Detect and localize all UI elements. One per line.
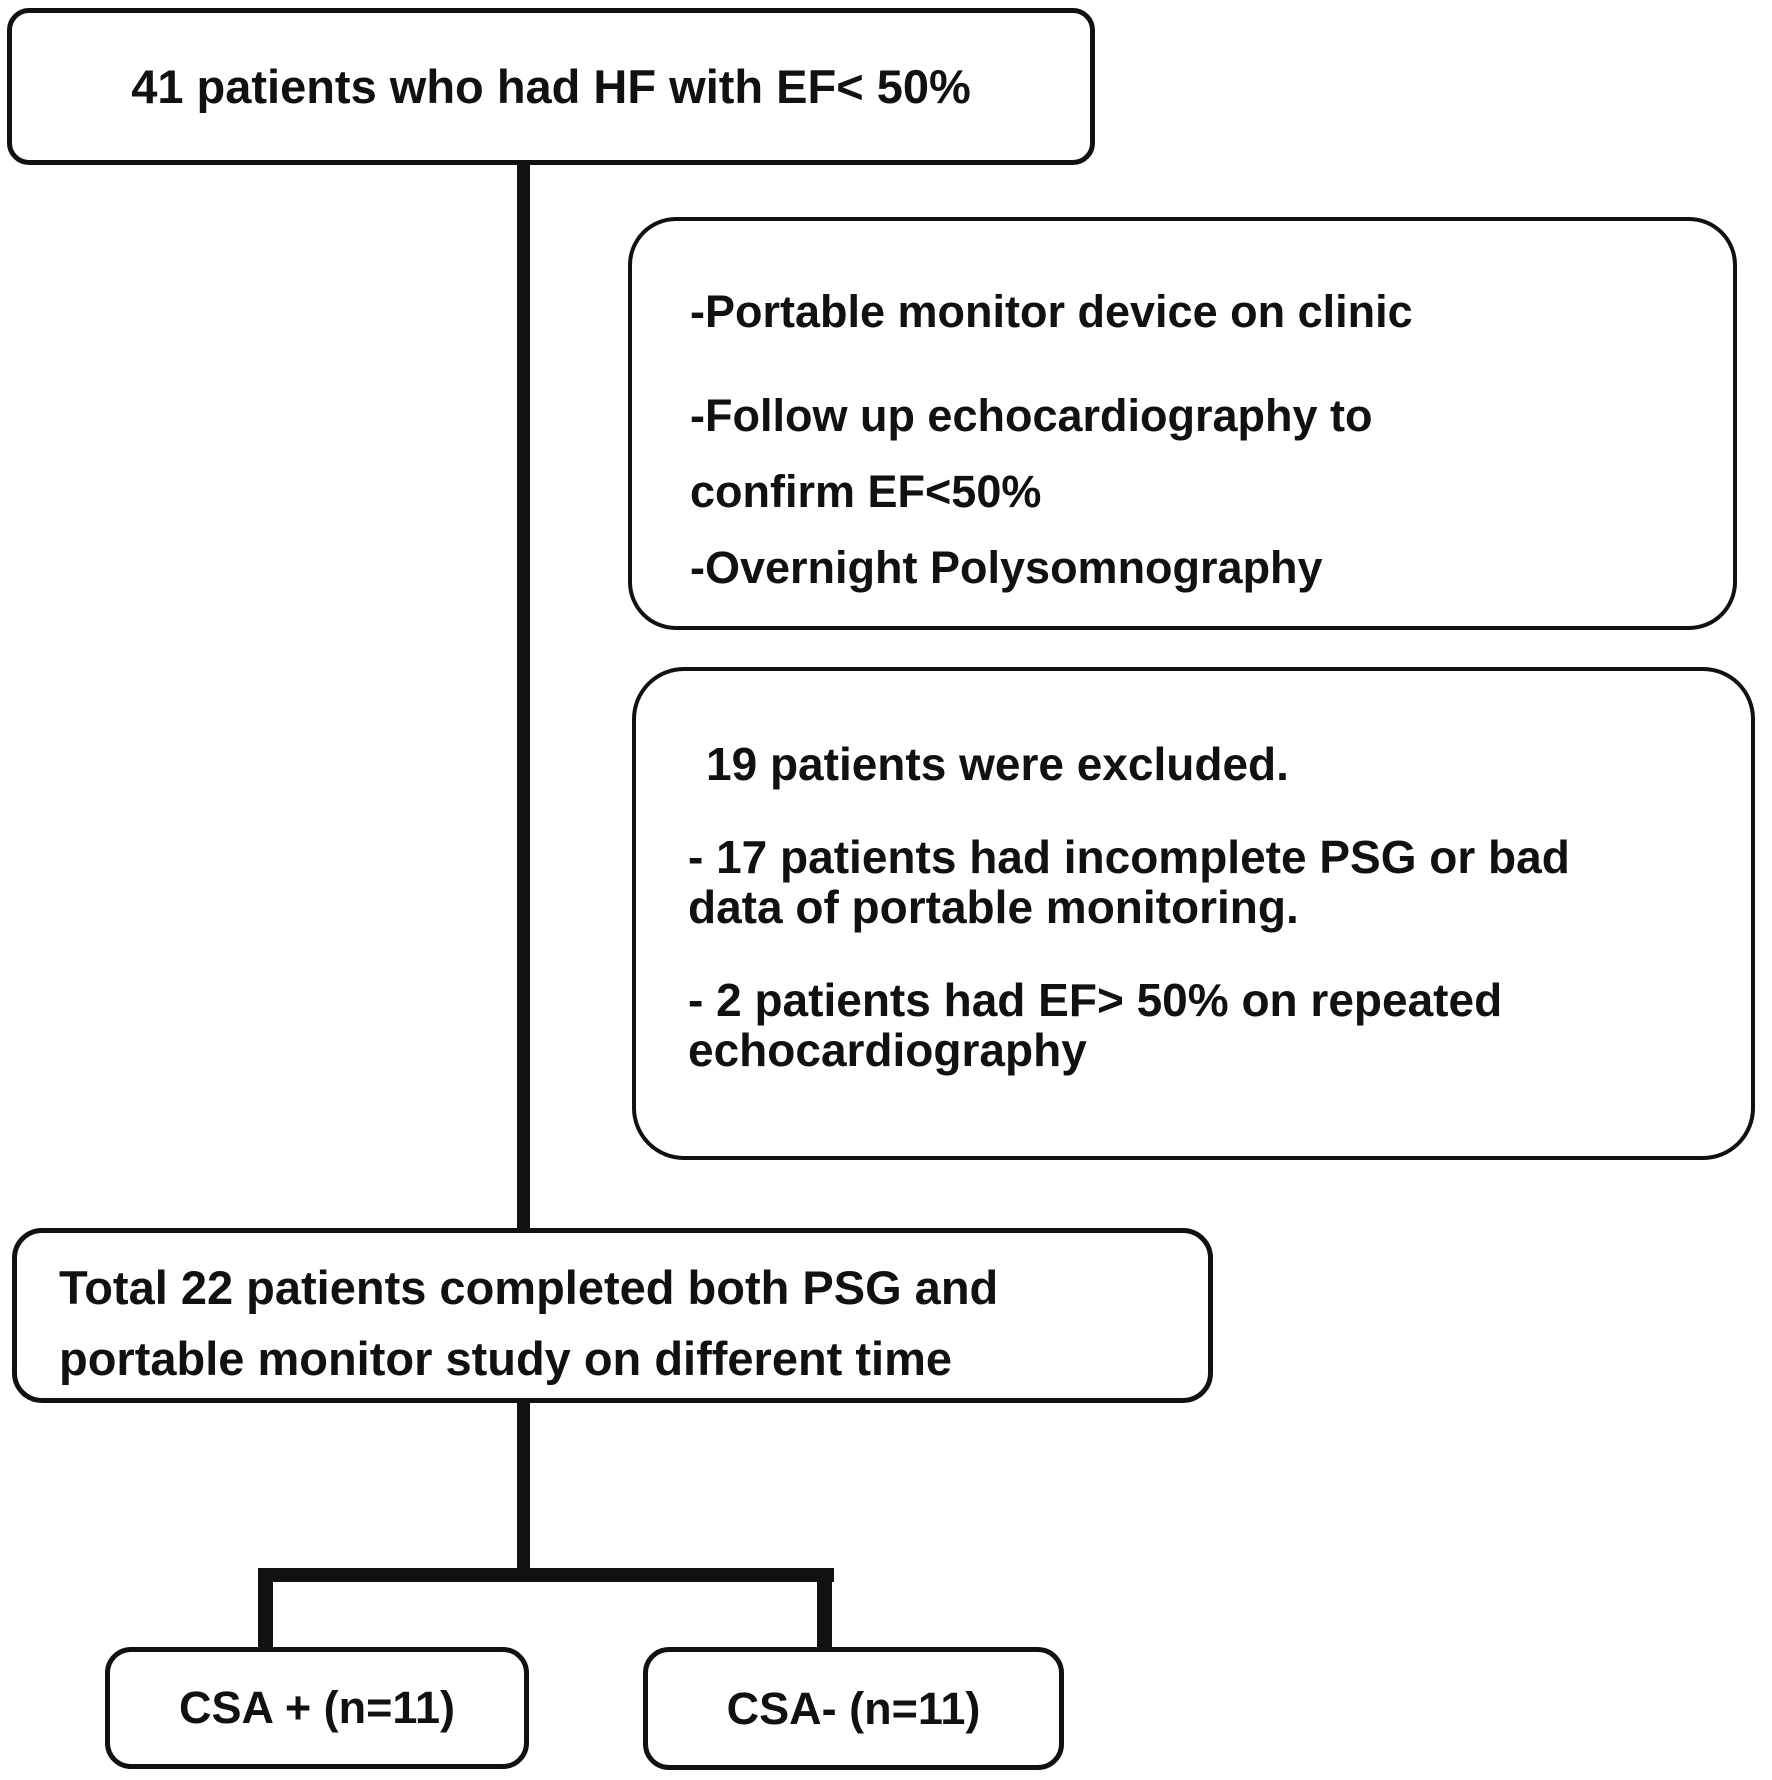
branch-bar: [258, 1568, 834, 1582]
excluded-line: echocardiography: [688, 1024, 1087, 1076]
excluded-line: data of portable monitoring.: [688, 881, 1299, 933]
excluded-line: - 17 patients had incomplete PSG or bad: [688, 831, 1570, 883]
box-excluded: 19 patients were excluded. - 17 patients…: [632, 667, 1755, 1160]
box-csa-negative: CSA- (n=11): [643, 1647, 1064, 1770]
connector-total-to-branch: [517, 1400, 530, 1572]
excluded-heading: 19 patients were excluded.: [706, 738, 1289, 790]
csa-positive-text: CSA + (n=11): [179, 1682, 455, 1733]
total-line: Total 22 patients completed both PSG and: [59, 1261, 999, 1314]
box-total-completed: Total 22 patients completed both PSG and…: [12, 1228, 1213, 1403]
box-csa-positive: CSA + (n=11): [105, 1647, 529, 1769]
connector-to-csa-negative: [817, 1568, 832, 1654]
box-enrollment: 41 patients who had HF with EF< 50%: [7, 8, 1095, 165]
csa-negative-text: CSA- (n=11): [726, 1682, 981, 1734]
total-line: portable monitor study on different time: [59, 1332, 953, 1385]
box-procedures: -Portable monitor device on clinic -Foll…: [628, 217, 1737, 630]
excluded-line: - 2 patients had EF> 50% on repeated: [688, 974, 1503, 1026]
procedures-line: -Follow up echocardiography to: [690, 390, 1373, 441]
connector-enrollment-to-total: [517, 160, 530, 1232]
enrollment-text: 41 patients who had HF with EF< 50%: [131, 60, 971, 113]
procedures-line: -Overnight Polysomnography: [690, 542, 1323, 593]
procedures-line: -Portable monitor device on clinic: [690, 286, 1413, 337]
connector-to-csa-positive: [258, 1568, 273, 1654]
procedures-line: confirm EF<50%: [690, 466, 1042, 517]
